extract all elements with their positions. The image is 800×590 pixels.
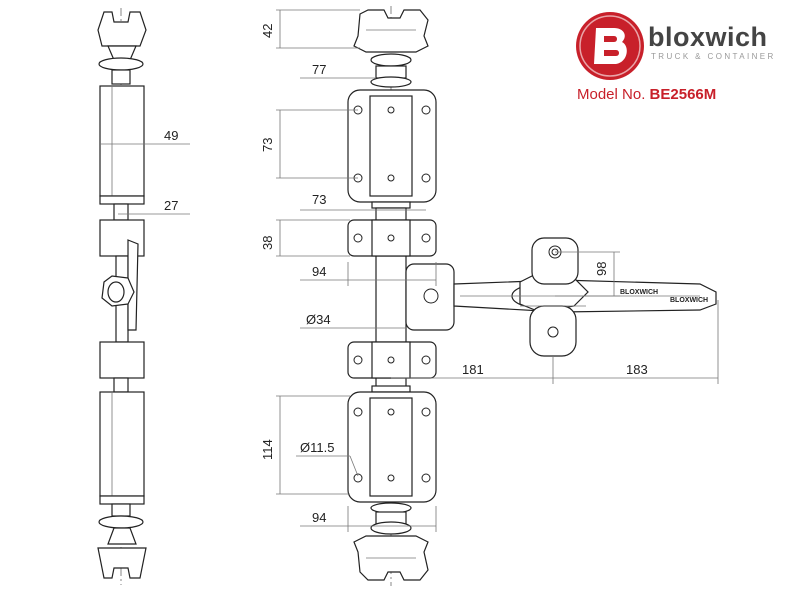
dim-38: 38 bbox=[260, 236, 275, 250]
dim-73-vertical: 73 bbox=[260, 138, 275, 152]
brand-tagline: TRUCK & CONTAINER bbox=[651, 52, 776, 61]
dim-side-27: 27 bbox=[164, 198, 178, 213]
side-view: 49 27 bbox=[97, 8, 190, 585]
model-label: Model No. bbox=[577, 86, 646, 103]
brand-name: bloxwich bbox=[648, 22, 768, 52]
dim-bar-diameter: Ø34 bbox=[306, 312, 331, 327]
model-number: BE2566M bbox=[649, 86, 717, 103]
handle-text-upper: BLOXWICH bbox=[620, 289, 658, 296]
dim-94-lower: 94 bbox=[312, 510, 326, 525]
handle-text-lower: BLOXWICH bbox=[670, 297, 708, 304]
dim-181: 181 bbox=[462, 362, 484, 377]
front-view: BLOXWICH BLOXWICH bbox=[260, 6, 719, 586]
dim-98: 98 bbox=[594, 262, 609, 276]
dim-side-49: 49 bbox=[164, 128, 178, 143]
dim-73-horizontal: 73 bbox=[312, 192, 326, 207]
dim-114: 114 bbox=[260, 439, 275, 460]
bloxwich-logo bbox=[576, 12, 644, 80]
dim-hole-diameter: Ø11.5 bbox=[300, 440, 334, 455]
model-line: Model No. BE2566M bbox=[577, 86, 716, 103]
dim-183: 183 bbox=[626, 362, 648, 377]
dim-77: 77 bbox=[312, 62, 326, 77]
dim-42: 42 bbox=[260, 24, 275, 38]
dim-94-upper: 94 bbox=[312, 264, 326, 279]
